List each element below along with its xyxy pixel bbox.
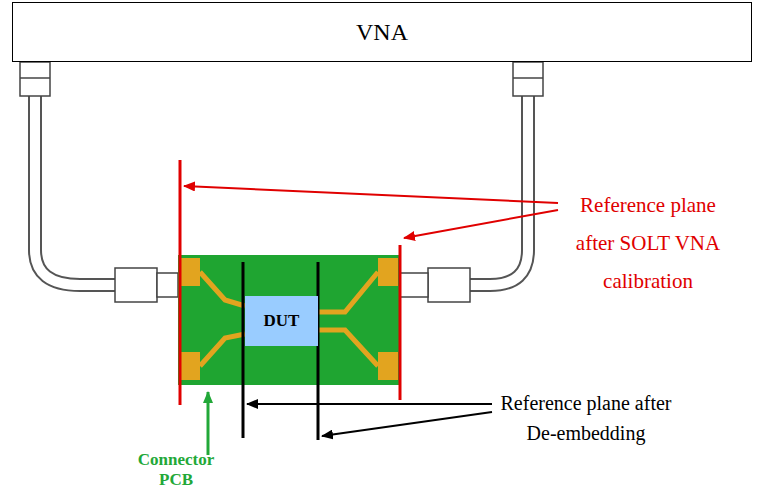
pcb xyxy=(178,255,400,385)
leader-arrows xyxy=(184,186,558,455)
dut-box: DUT xyxy=(245,296,318,346)
reference-planes xyxy=(180,160,400,440)
instrument-box: VNA xyxy=(12,2,752,62)
reference-plane-note: Reference plane after SOLT VNA calibrati… xyxy=(562,186,734,300)
part-name: Connector PCB xyxy=(130,450,222,490)
node-text: DUT xyxy=(264,311,300,331)
reference-plane-note: Reference plane after De-embedding xyxy=(496,388,676,448)
node-text: VNA xyxy=(356,19,408,46)
